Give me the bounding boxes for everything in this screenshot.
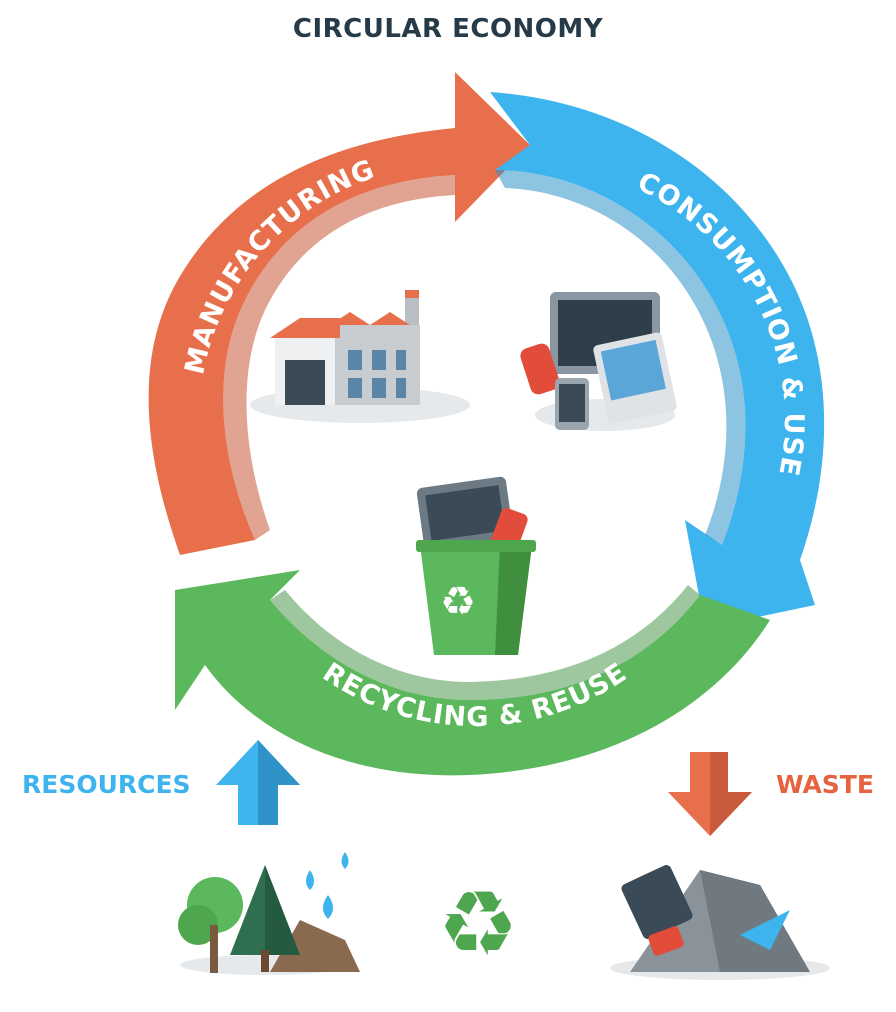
- manufacturing-arrow: [148, 72, 530, 555]
- waste-label: WASTE: [776, 770, 874, 799]
- resources-up-arrow: [216, 740, 300, 825]
- waste-pile-icon: [610, 865, 830, 980]
- waste-down-arrow: [668, 752, 752, 836]
- recycle-bin-icon: ♻: [416, 476, 536, 655]
- recycling-arrow: [175, 570, 770, 776]
- svg-text:♻: ♻: [438, 872, 519, 977]
- devices-icon: [520, 292, 677, 431]
- resources-label: RESOURCES: [22, 770, 191, 799]
- svg-text:♻: ♻: [440, 579, 476, 625]
- nature-icon: [178, 852, 360, 975]
- consumption-arrow: [490, 92, 825, 628]
- diagram-title: CIRCULAR ECONOMY: [292, 14, 604, 44]
- recycle-symbol-icon: ♻: [438, 872, 519, 977]
- factory-icon: [250, 290, 470, 423]
